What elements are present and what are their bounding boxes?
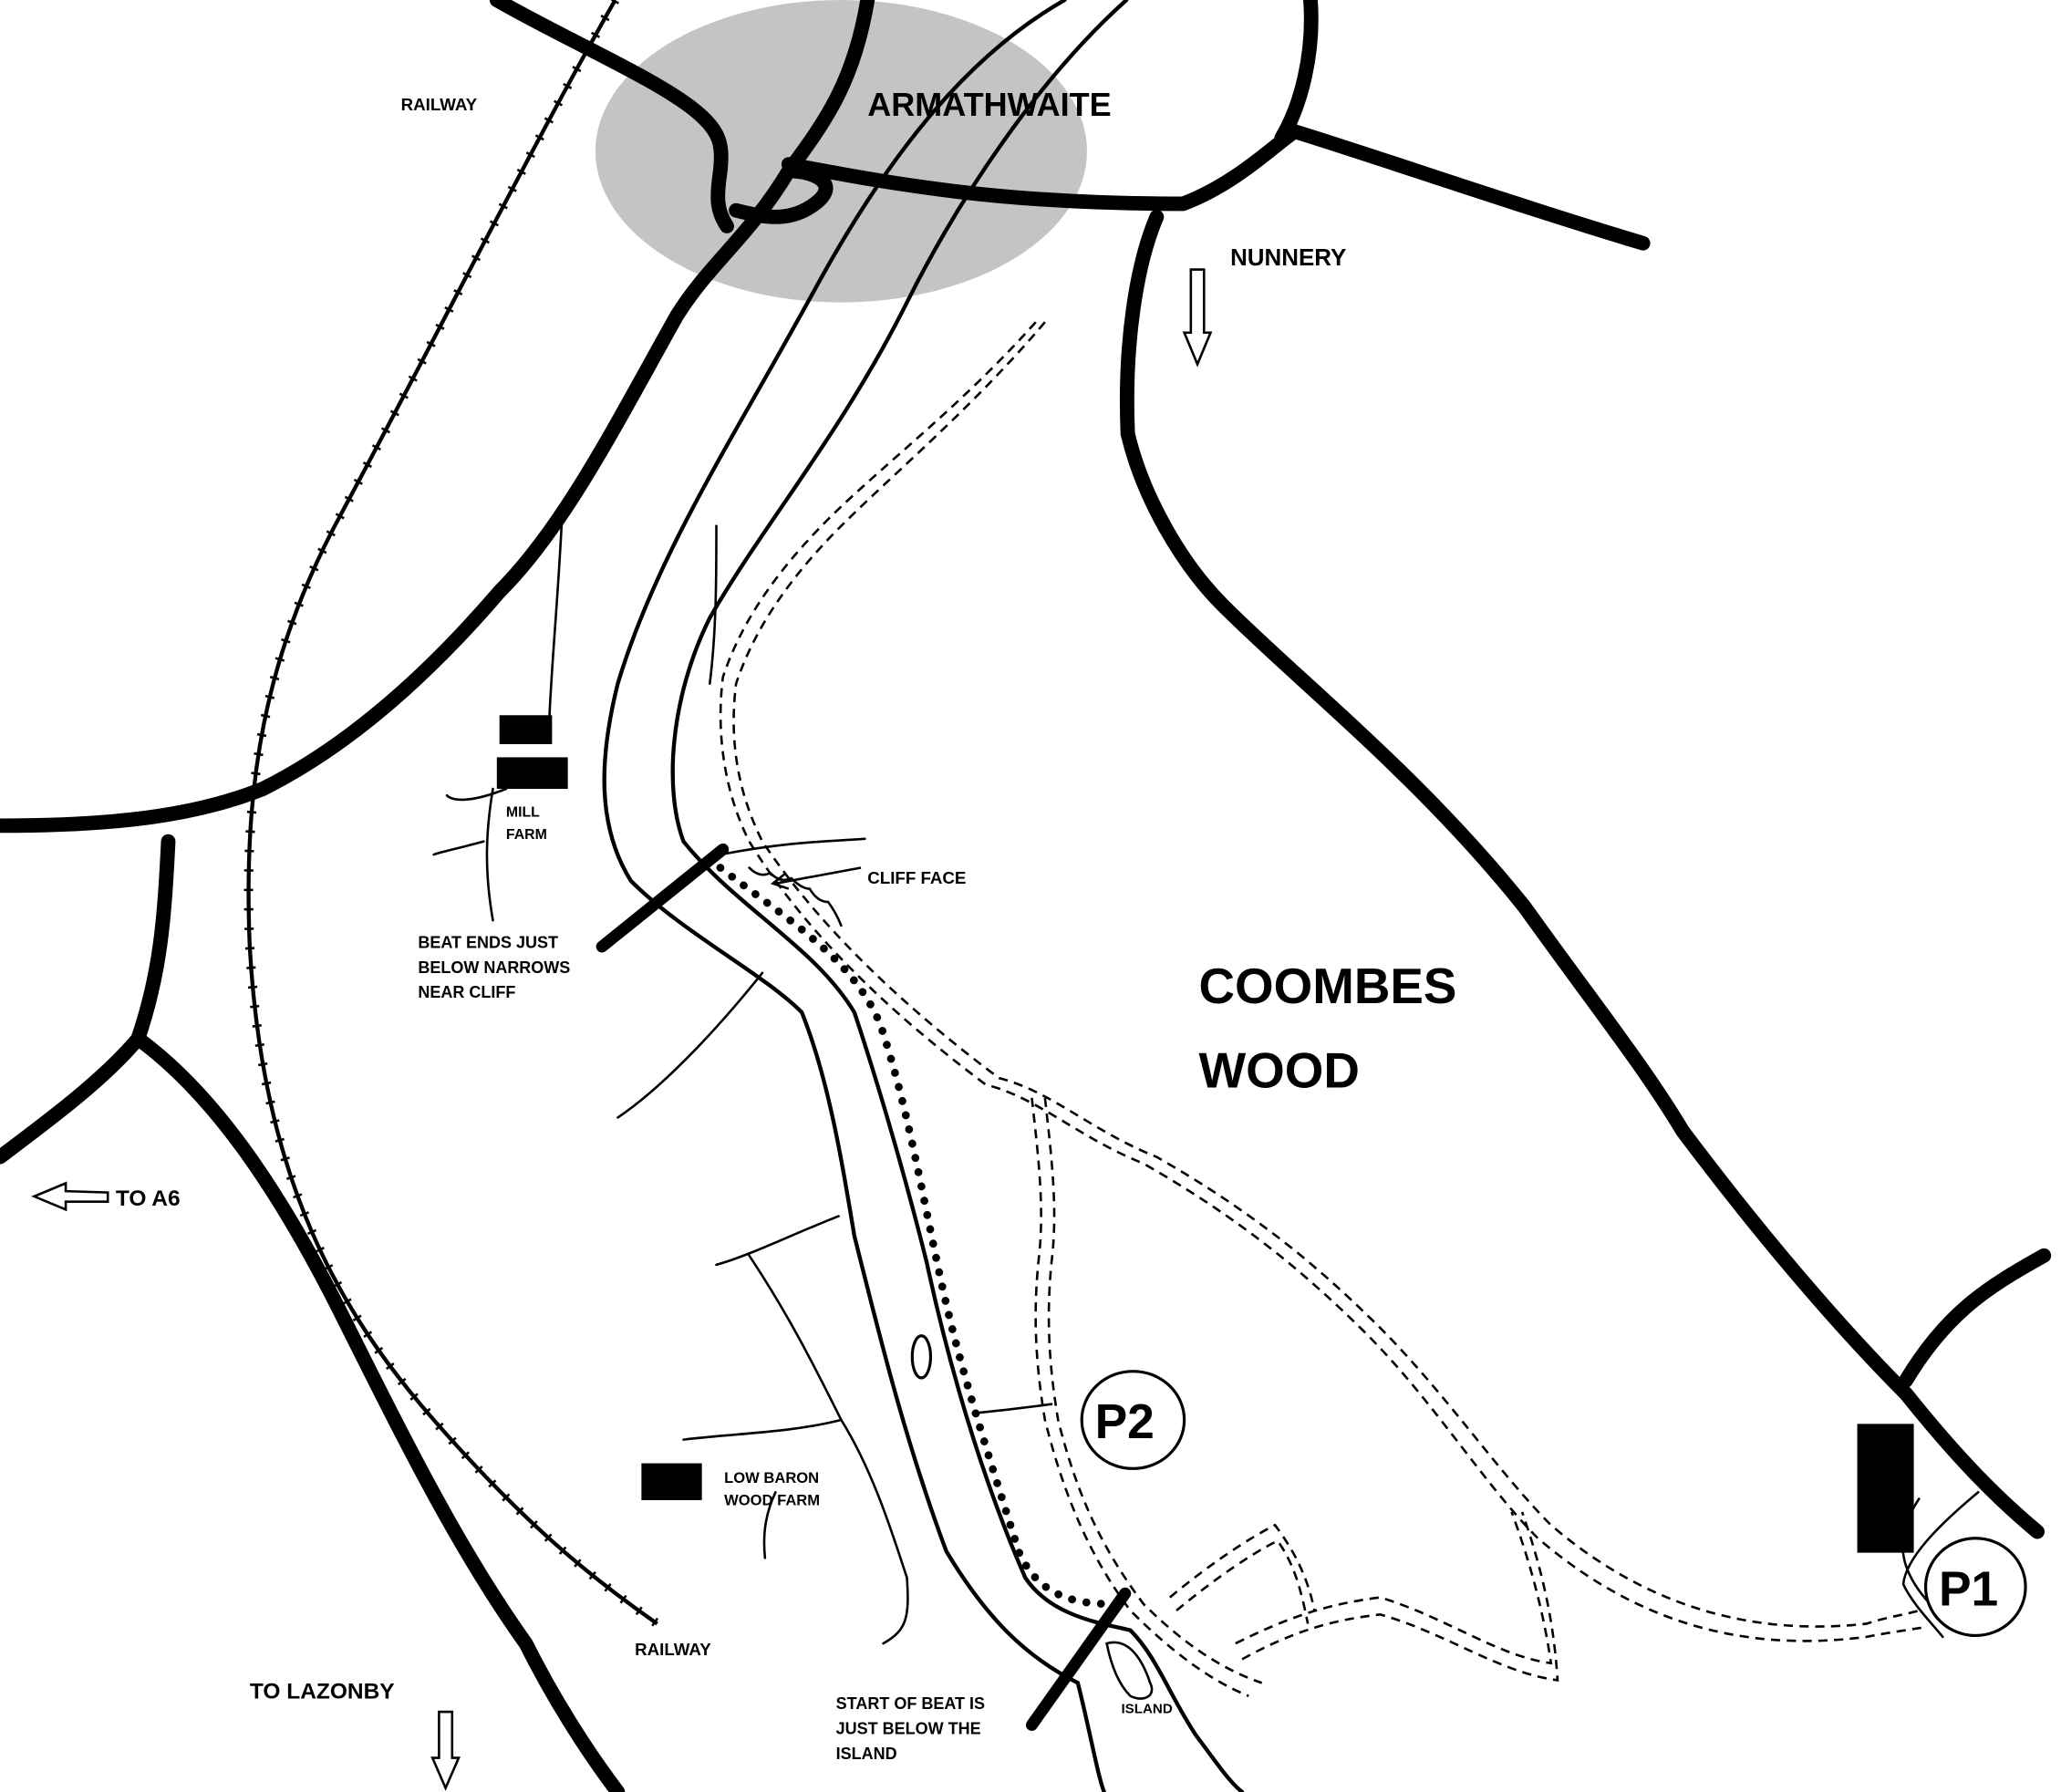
fished-bank-dotted bbox=[716, 864, 1115, 1609]
railway-line bbox=[243, 0, 660, 1628]
footpaths-tracks bbox=[719, 321, 1922, 1697]
beat-start-note-line2: JUST BELOW THE bbox=[836, 1720, 981, 1738]
mill-farm-label-line2: FARM bbox=[506, 827, 547, 843]
beat-end-marker bbox=[596, 843, 730, 953]
beat-start-marker bbox=[1025, 1587, 1132, 1731]
island-shape bbox=[1105, 1641, 1154, 1700]
railway-label-top: RAILWAY bbox=[401, 95, 478, 114]
p1-building bbox=[1857, 1424, 1914, 1553]
mill-farm-label-line1: MILL bbox=[506, 804, 540, 820]
railway-label-bottom: RAILWAY bbox=[635, 1640, 711, 1659]
parking-p1-marker bbox=[1923, 1537, 2027, 1638]
to-lazonby-label: TO LAZONBY bbox=[250, 1680, 395, 1704]
beat-start-note-line1: START OF BEAT IS bbox=[836, 1694, 985, 1713]
beat-end-note-line1: BEAT ENDS JUST bbox=[418, 933, 558, 951]
parking-p2-marker bbox=[1080, 1370, 1186, 1470]
beat-end-note-line2: BELOW NARROWS bbox=[418, 958, 570, 977]
beat-end-note-line3: NEAR CLIFF bbox=[418, 983, 515, 1001]
island-label: ISLAND bbox=[1121, 1701, 1172, 1716]
mill-farm-building-1 bbox=[499, 715, 553, 744]
low-baron-label-line1: LOW BARON bbox=[724, 1469, 819, 1486]
nunnery-label: NUNNERY bbox=[1230, 245, 1346, 271]
arrow-left-icon-a6 bbox=[31, 1181, 109, 1212]
pond bbox=[910, 1334, 933, 1380]
parking-p2-label: P2 bbox=[1095, 1395, 1155, 1449]
to-a6-label: TO A6 bbox=[116, 1186, 181, 1211]
village-label: ARMATHWAITE bbox=[867, 86, 1111, 123]
mill-farm-building-2 bbox=[496, 757, 568, 790]
p1-access-lane bbox=[1901, 1491, 1980, 1639]
cliff-face-line bbox=[748, 866, 843, 927]
parking-p1-label: P1 bbox=[1939, 1562, 1998, 1616]
wood-label-line2: WOOD bbox=[1198, 1041, 1359, 1098]
arrow-down-icon-nunnery bbox=[1182, 268, 1213, 368]
arrow-down-icon-lazonby bbox=[430, 1710, 461, 1791]
cliff-face-label: CLIFF FACE bbox=[867, 868, 966, 887]
low-baron-label-line2: WOOD FARM bbox=[724, 1492, 820, 1509]
armathwaite-village-area bbox=[595, 0, 1087, 303]
beat-start-note-line3: ISLAND bbox=[836, 1745, 897, 1763]
low-baron-wood-farm-building bbox=[641, 1463, 702, 1500]
river-eden bbox=[602, 0, 1245, 1792]
wood-label-line1: COOMBES bbox=[1198, 958, 1456, 1014]
cliff-face-arrow-icon bbox=[770, 866, 862, 890]
field-boundaries bbox=[432, 504, 1960, 1645]
